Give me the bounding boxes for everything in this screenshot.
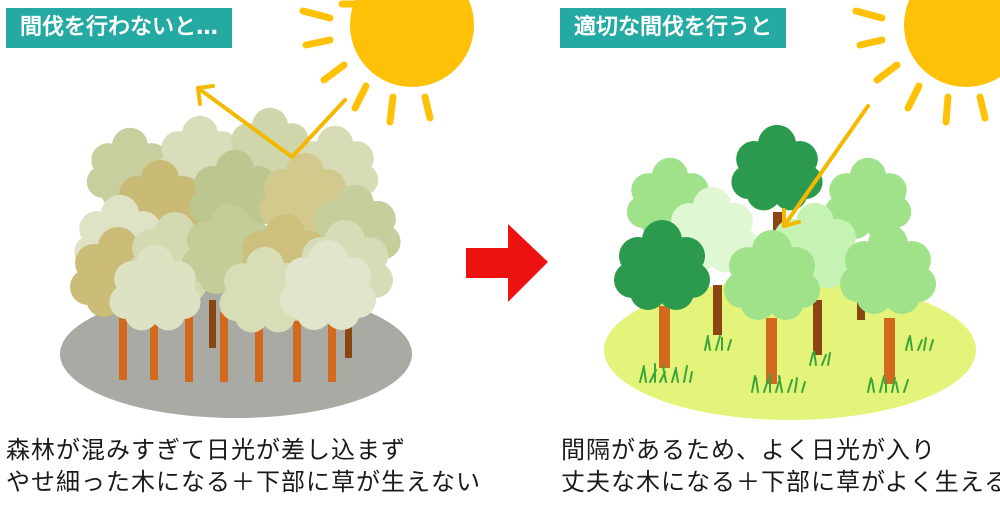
dense-forest-trunks bbox=[119, 300, 352, 382]
thinned-forest-grass bbox=[639, 335, 934, 393]
thinned-forest-light-arrow bbox=[782, 104, 870, 228]
sun-icon bbox=[904, 0, 1000, 87]
arrow-right-icon bbox=[466, 224, 548, 302]
right-caption-line1: 間隔があるため、よく日光が入り bbox=[561, 436, 936, 464]
right-caption-line2: 丈夫な木になる＋下部に草がよく生える bbox=[561, 468, 1000, 496]
left-caption-line2: やせ細った木になる＋下部に草が生えない bbox=[6, 468, 481, 496]
right-caption: 間隔があるため、よく日光が入り 丈夫な木になる＋下部に草がよく生える bbox=[561, 434, 1000, 498]
right-panel-label: 適切な間伐を行うと bbox=[560, 8, 787, 48]
dense-forest-canopy bbox=[70, 107, 401, 333]
sun-icon bbox=[350, 0, 474, 87]
right-sun-group bbox=[852, 0, 1000, 126]
left-sun-group bbox=[299, 0, 474, 126]
left-panel-label: 間伐を行わないと… bbox=[6, 8, 233, 48]
right-sun-rays bbox=[852, 7, 989, 126]
thinned-forest-trunks bbox=[659, 212, 895, 384]
dense-forest-light-arrow bbox=[196, 84, 347, 159]
left-caption-line1: 森林が混みすぎて日光が差し込まず bbox=[6, 436, 406, 464]
left-sun-rays bbox=[299, 0, 434, 126]
left-caption: 森林が混みすぎて日光が差し込まず やせ細った木になる＋下部に草が生えない bbox=[6, 434, 481, 498]
thinned-forest-ground bbox=[604, 280, 976, 420]
